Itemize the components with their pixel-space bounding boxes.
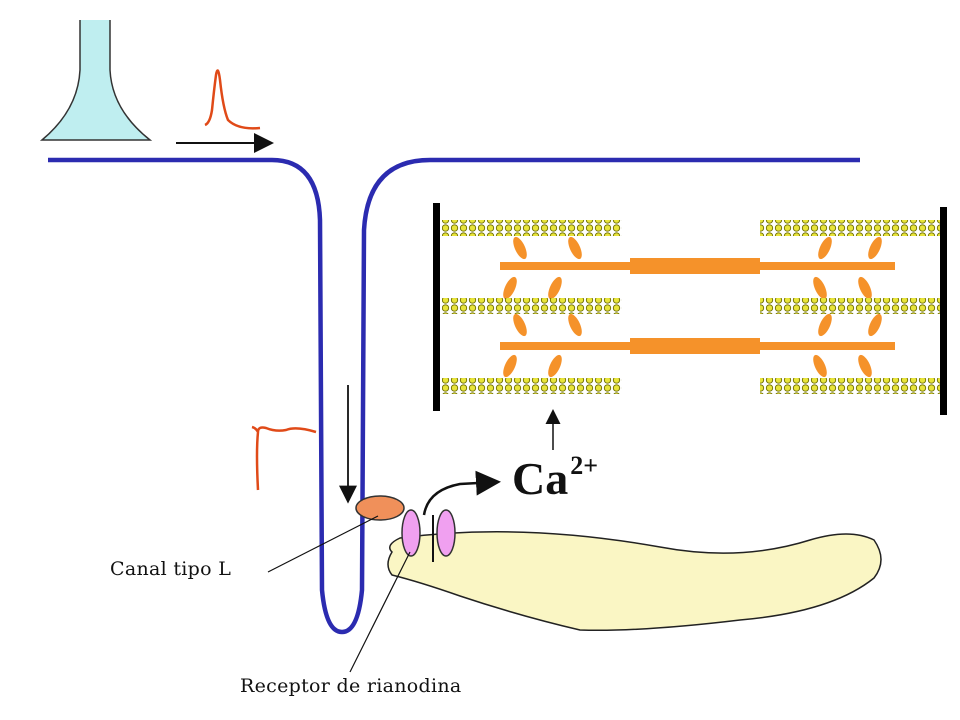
z-line-left (433, 203, 440, 411)
sarcoplasmic-reticulum (387, 531, 882, 632)
myosin-heads-right (813, 236, 882, 378)
myosin-heads-left (503, 236, 582, 378)
action-potential-trace-tubule (251, 425, 317, 491)
receptor-leader-line (349, 551, 411, 673)
sarcomere (433, 203, 947, 415)
ryanodine-receptor-right (436, 509, 456, 557)
actin-filament (442, 378, 622, 394)
calcium-ion-label: Ca2+ (512, 451, 599, 505)
calcium-charge: 2+ (570, 451, 599, 480)
sarcolemma-t-tubule (48, 157, 860, 635)
myosin-bare-zone (630, 258, 760, 274)
actin-filament (442, 298, 622, 314)
actin-filament (760, 378, 940, 394)
axon-terminal (39, 20, 153, 141)
l-type-channel-label: Canal tipo L (110, 558, 232, 580)
calcium-symbol: Ca (512, 453, 569, 504)
actin-filament (760, 220, 940, 236)
canal-leader-line (267, 515, 379, 573)
l-type-channel (355, 495, 405, 521)
action-potential-trace-top (204, 69, 261, 130)
actin-filament (760, 298, 940, 314)
myosin-bare-zone (630, 338, 760, 354)
ryanodine-receptor-label: Receptor de rianodina (240, 675, 462, 697)
z-line-right (940, 207, 947, 415)
ryanodine-receptor-left (401, 509, 421, 557)
calcium-release-arrow (422, 470, 501, 516)
actin-filament (442, 220, 622, 236)
